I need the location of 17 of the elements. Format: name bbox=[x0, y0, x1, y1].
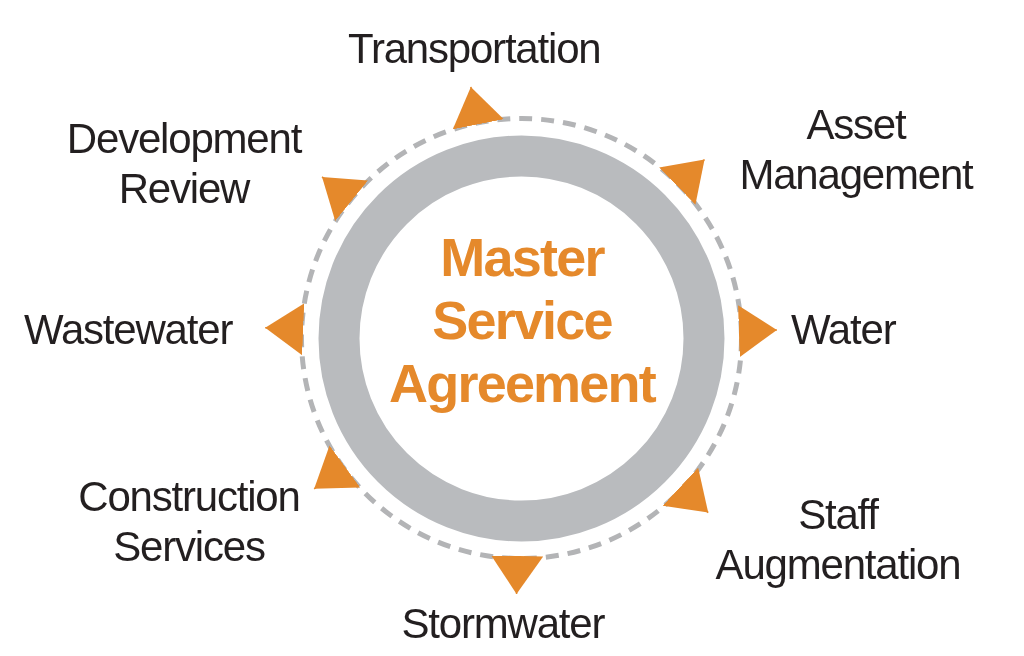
arrow bbox=[659, 158, 706, 205]
service-label: Construction Services bbox=[77, 472, 301, 572]
arrow bbox=[491, 555, 544, 595]
service-label: Development Review bbox=[65, 114, 303, 214]
arrow bbox=[264, 303, 305, 356]
hub-title: Master Service Agreement bbox=[388, 225, 657, 415]
arrow bbox=[452, 86, 504, 130]
arrow bbox=[313, 445, 361, 490]
service-label: Water bbox=[791, 305, 896, 355]
arrow bbox=[662, 467, 709, 514]
arrow bbox=[738, 305, 778, 358]
service-label: Asset Management bbox=[738, 100, 975, 200]
service-label: Stormwater bbox=[401, 599, 605, 649]
service-label: Wastewater bbox=[24, 305, 233, 355]
service-label: Transportation bbox=[348, 24, 601, 74]
arrow bbox=[321, 176, 368, 221]
service-label: Staff Augmentation bbox=[714, 490, 962, 590]
